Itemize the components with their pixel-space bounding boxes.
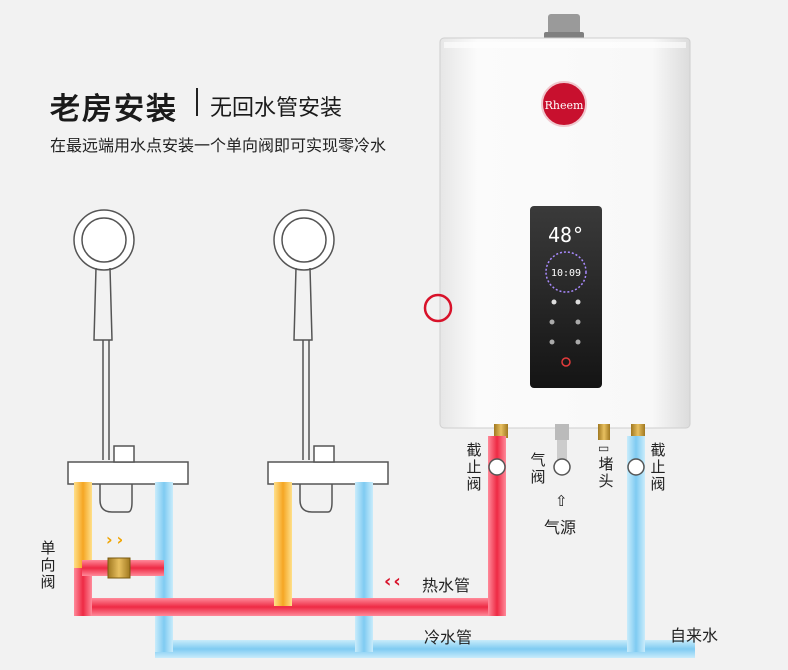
right-valve-symbol [627,458,645,476]
gas-valve-label: 气阀 [530,451,546,486]
hot-pipe-label: 热水管 [422,576,471,595]
gas-source-label: 气源 [544,518,577,537]
shower-left [67,209,189,513]
hot-outlet-pipe [488,436,506,616]
control-panel [530,206,602,388]
cold-riser-right [355,482,373,652]
left-valve-fitting [494,424,508,438]
left-valve-symbol [488,458,506,476]
gas-valve-fitting [555,424,569,440]
right-valve-label: 截止阀 [650,441,666,493]
hot-main-pipe [74,598,506,616]
right-valve-fitting [631,424,645,438]
page-description: 在最远端用水点安装一个单向阀即可实现零冷水 [50,136,387,155]
cold-main-pipe [155,640,695,658]
page-title: 老房安装 [50,92,178,127]
check-valve-label: 单向阀 [40,539,56,591]
title-separator [196,88,198,116]
warm-riser-left [74,482,92,568]
cold-pipe-label: 冷水管 [424,628,473,647]
timer-display: 10:09 [551,268,581,279]
shower-right [267,209,389,513]
left-valve-label: 截止阀 [466,441,482,493]
gas-pipe [557,440,567,460]
hot-flow-arrow-icon: ‹‹ [384,571,403,592]
rheem-logo [541,81,587,127]
flow-direction-icon: ›› [106,530,128,549]
plug-fitting [598,424,610,440]
highlight-ring [423,293,453,323]
timer-ring [545,251,587,293]
tap-water-label: 自来水 [670,626,719,645]
plug-label: 堵头 [598,455,614,490]
warm-riser-right [274,482,292,606]
gas-valve-symbol [553,458,571,476]
water-heater [423,14,691,440]
power-icon[interactable] [561,357,571,367]
brand-logo-text: Rheem [545,99,584,112]
page-subtitle: 无回水管安装 [210,96,343,121]
gas-arrow-icon: ⇧ [555,492,568,510]
plug-icon: ▭ [598,441,610,455]
check-valve [107,557,131,579]
temperature-display: 48° [548,223,584,247]
cold-inlet-pipe [627,436,645,652]
hot-water-pipes [74,436,506,616]
